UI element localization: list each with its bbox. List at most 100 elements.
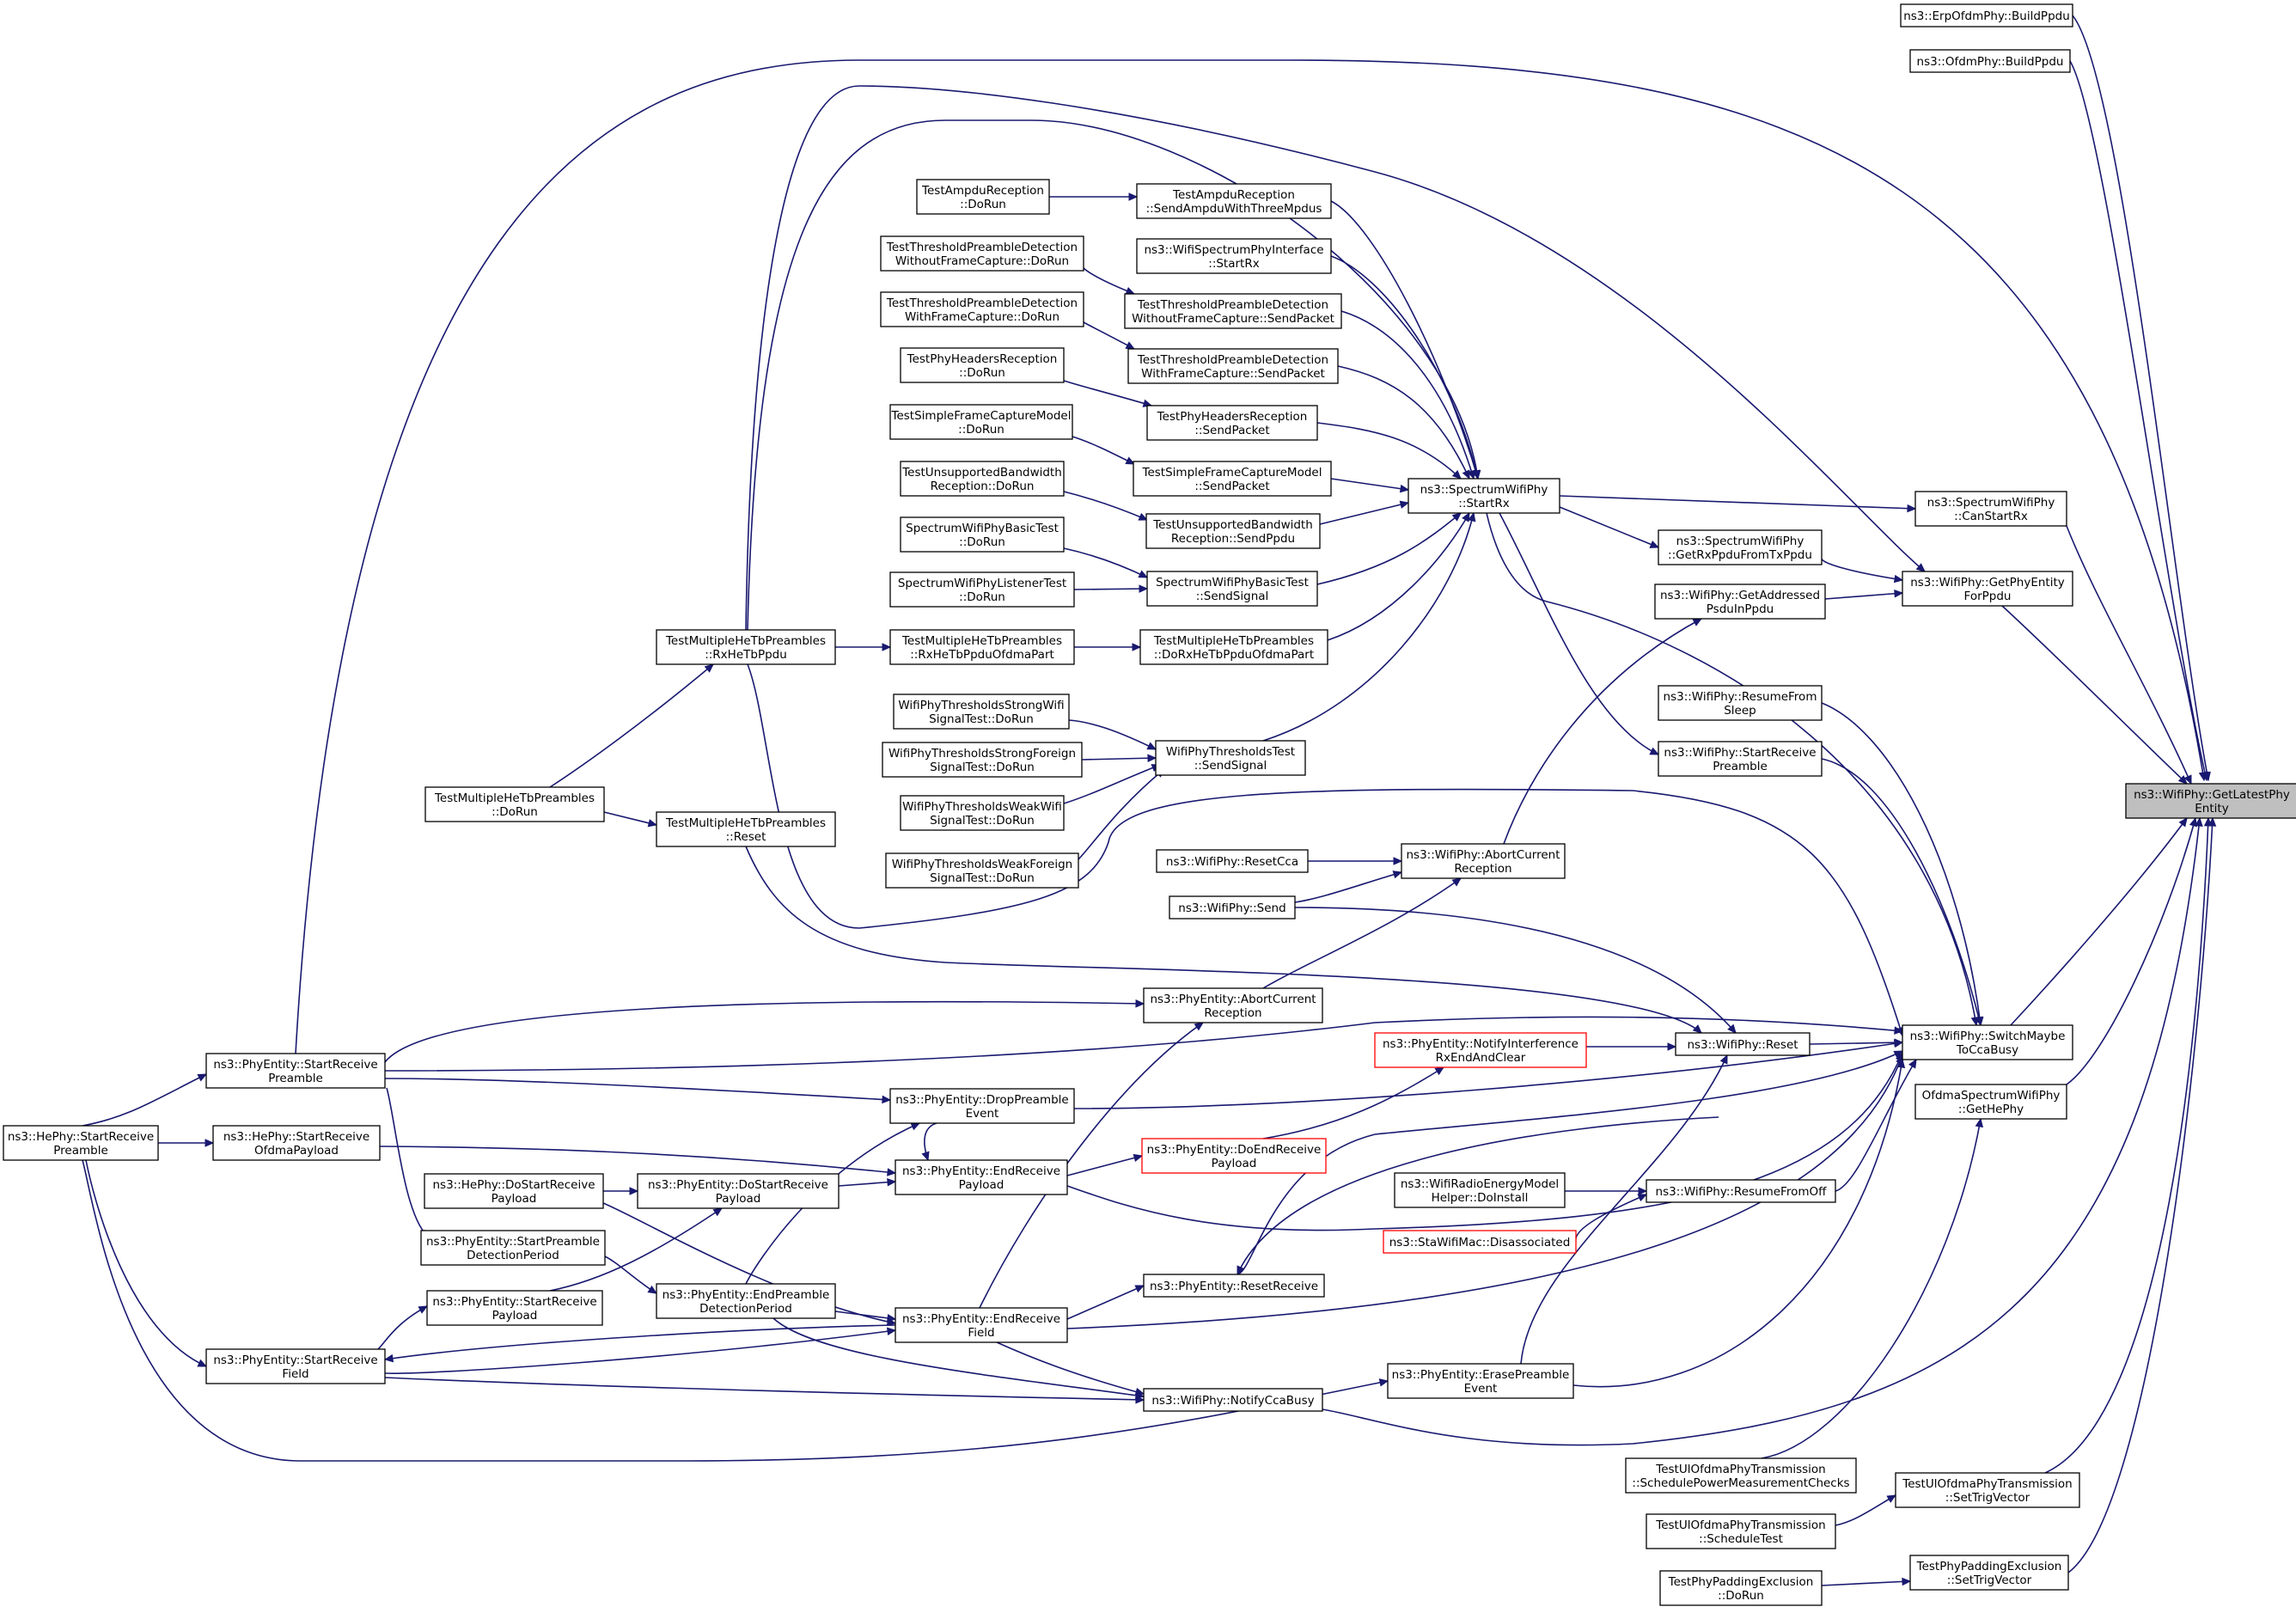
node-with-fcsend-packet[interactable]: TestThresholdPreambleDetectionWithFrameC… bbox=[1127, 348, 1339, 384]
node-label: ns3::PhyEntity::DropPreamble bbox=[895, 1093, 1068, 1107]
node-label: TestMultipleHeTbPreambles bbox=[665, 634, 826, 648]
node-weak-wifi-do-run[interactable]: WifiPhyThresholdsWeakWifiSignalTest::DoR… bbox=[900, 795, 1065, 831]
node-pad-do-run[interactable]: TestPhyPaddingExclusion::DoRun bbox=[1659, 1570, 1823, 1606]
edge-arrowhead bbox=[1378, 1378, 1389, 1387]
edge-phy-entity-abort-current-reception-to-phy-entity-start-receive-preamble bbox=[384, 999, 1145, 1063]
node-multi-reset[interactable]: TestMultipleHeTbPreambles::Reset bbox=[656, 811, 836, 847]
node-erp-build-ppdu[interactable]: ns3::ErpOfdmPhy::BuildPpdu bbox=[1900, 3, 2073, 27]
node-get-he-phy[interactable]: OfdmaSpectrumWifiPhy::GetHePhy bbox=[1914, 1084, 2067, 1120]
node-notify-cca-busy[interactable]: ns3::WifiPhy::NotifyCcaBusy bbox=[1143, 1388, 1323, 1412]
node-start-rx[interactable]: ns3::SpectrumWifiPhy::StartRx bbox=[1408, 478, 1560, 514]
edge-arrowhead bbox=[1692, 618, 1703, 626]
edge-line bbox=[384, 1329, 896, 1374]
edge-pad-set-trig-vector-to-pad-do-run bbox=[1821, 1577, 1912, 1586]
node-simple-fcsend-packet[interactable]: TestSimpleFrameCaptureModel::SendPacket bbox=[1133, 461, 1332, 497]
node-unsupported-bw-send-ppdu[interactable]: TestUnsupportedBandwidthReception::SendP… bbox=[1145, 513, 1321, 549]
edge-line bbox=[745, 846, 1702, 1034]
node-listener-do-run[interactable]: SpectrumWifiPhyListenerTest::DoRun bbox=[889, 571, 1075, 608]
edge-get-latest-phy-entity-to-get-he-phy bbox=[2066, 816, 2198, 1085]
node-ampdu-send[interactable]: TestAmpduReception::SendAmpduWithThreeMp… bbox=[1136, 183, 1332, 219]
node-reset-cca[interactable]: ns3::WifiPhy::ResetCca bbox=[1156, 849, 1309, 873]
node-basic-send-signal[interactable]: SpectrumWifiPhyBasicTest::SendSignal bbox=[1146, 571, 1318, 607]
node-schedule-power-measurement-checks[interactable]: TestUlOfdmaPhyTransmission::SchedulePowe… bbox=[1625, 1457, 1857, 1494]
node-headers-do-run[interactable]: TestPhyHeadersReception::DoRun bbox=[900, 347, 1065, 383]
node-rx-he-tb-ppdu[interactable]: TestMultipleHeTbPreambles::RxHeTbPpdu bbox=[656, 629, 836, 665]
node-notify-interference-rx-end-and-clear[interactable]: ns3::PhyEntity::NotifyInterferenceRxEndA… bbox=[1374, 1032, 1587, 1068]
node-label: ns3::WifiSpectrumPhyInterface bbox=[1144, 243, 1323, 257]
node-spectrum-phy-interface-start-rx[interactable]: ns3::WifiSpectrumPhyInterface::StartRx bbox=[1136, 238, 1332, 274]
node-end-preamble-detection-period[interactable]: ns3::PhyEntity::EndPreambleDetectionPeri… bbox=[656, 1283, 836, 1319]
node-start-preamble-detection-period[interactable]: ns3::PhyEntity::StartPreambleDetectionPe… bbox=[420, 1230, 606, 1266]
edge-line bbox=[1294, 907, 1737, 1034]
node-do-rx-he-tb-ppdu-ofdma-part[interactable]: TestMultipleHeTbPreambles::DoRxHeTbPpduO… bbox=[1139, 629, 1328, 665]
node-send[interactable]: ns3::WifiPhy::Send bbox=[1169, 895, 1296, 920]
node-label: DetectionPeriod bbox=[467, 1249, 559, 1262]
node-multi-do-run[interactable]: TestMultipleHeTbPreambles::DoRun bbox=[424, 786, 605, 822]
node-box bbox=[882, 742, 1083, 778]
node-headers-send-packet[interactable]: TestPhyHeadersReception::SendPacket bbox=[1146, 405, 1318, 441]
node-strong-wifi-do-run[interactable]: WifiPhyThresholdsStrongWifiSignalTest::D… bbox=[893, 693, 1070, 730]
node-simple-fcdo-run[interactable]: TestSimpleFrameCaptureModel::DoRun bbox=[889, 404, 1073, 440]
node-box bbox=[1658, 685, 1823, 721]
node-label: ::SetTrigVector bbox=[1947, 1573, 2032, 1587]
node-label: ::GetHePhy bbox=[1958, 1103, 2024, 1116]
node-basic-do-run[interactable]: SpectrumWifiPhyBasicTest::DoRun bbox=[900, 516, 1065, 553]
node-label: Field bbox=[282, 1367, 308, 1381]
node-with-fcdo-run[interactable]: TestThresholdPreambleDetectionWithFrameC… bbox=[880, 291, 1084, 327]
edge-notify-cca-busy-to-end-preamble-detection-period bbox=[772, 1317, 1145, 1400]
node-ul-set-trig-vector[interactable]: TestUlOfdmaPhyTransmission::SetTrigVecto… bbox=[1895, 1472, 2080, 1508]
node-resume-from-off[interactable]: ns3::WifiPhy::ResumeFromOff bbox=[1646, 1179, 1836, 1203]
node-wifi-radio-energy-model-helper-do-install[interactable]: ns3::WifiRadioEnergyModelHelper::DoInsta… bbox=[1394, 1172, 1566, 1208]
node-sta-wifi-mac-disassociated[interactable]: ns3::StaWifiMac::Disassociated bbox=[1383, 1230, 1577, 1254]
node-label: SpectrumWifiPhyBasicTest bbox=[906, 522, 1059, 535]
node-schedule-test[interactable]: TestUlOfdmaPhyTransmission::ScheduleTest bbox=[1646, 1513, 1836, 1549]
edge-arrowhead bbox=[197, 1359, 208, 1367]
node-without-fcdo-run[interactable]: TestThresholdPreambleDetectionWithoutFra… bbox=[880, 235, 1084, 272]
node-ampdu-do-run[interactable]: TestAmpduReception::DoRun bbox=[916, 179, 1050, 215]
node-box bbox=[1394, 1172, 1566, 1208]
node-rx-he-tb-ppdu-ofdma-part[interactable]: TestMultipleHeTbPreambles::RxHeTbPpduOfd… bbox=[889, 629, 1075, 665]
node-label: ns3::HePhy::DoStartReceive bbox=[432, 1178, 595, 1192]
node-label: ns3::PhyEntity::StartReceive bbox=[432, 1295, 596, 1309]
node-label: TestPhyPaddingExclusion bbox=[1916, 1560, 2062, 1573]
node-weak-foreign-do-run[interactable]: WifiPhyThresholdsWeakForeignSignalTest::… bbox=[885, 852, 1079, 889]
edge-phy-entity-start-receive-payload-to-start-receive-field bbox=[377, 1305, 429, 1350]
node-wifi-phy-reset[interactable]: ns3::WifiPhy::Reset bbox=[1675, 1032, 1811, 1056]
edge-end-receive-payload-to-he-start-receive-ofdma-payload bbox=[379, 1146, 897, 1176]
node-get-rx-ppdu-from-tx-ppdu[interactable]: ns3::SpectrumWifiPhy::GetRxPpduFromTxPpd… bbox=[1658, 529, 1823, 565]
node-can-start-rx[interactable]: ns3::SpectrumWifiPhy::CanStartRx bbox=[1914, 491, 2067, 527]
edge-line bbox=[2066, 817, 2196, 1085]
edge-start-rx-to-ampdu-send bbox=[1330, 200, 1480, 480]
node-without-fcsend-packet[interactable]: TestThresholdPreambleDetectionWithoutFra… bbox=[1124, 293, 1342, 329]
node-phy-entity-reset-receive[interactable]: ns3::PhyEntity::ResetReceive bbox=[1143, 1274, 1325, 1298]
node-strong-foreign-do-run[interactable]: WifiPhyThresholdsStrongForeignSignalTest… bbox=[882, 742, 1083, 778]
node-label: ::DoRun bbox=[958, 423, 1004, 437]
node-label: Event bbox=[1464, 1382, 1498, 1396]
node-ofdm-build-ppdu[interactable]: ns3::OfdmPhy::BuildPpdu bbox=[1909, 49, 2071, 73]
node-box bbox=[1654, 583, 1826, 620]
node-pad-set-trig-vector[interactable]: TestPhyPaddingExclusion::SetTrigVector bbox=[1909, 1555, 2069, 1591]
node-label: WifiPhyThresholdsWeakForeign bbox=[892, 858, 1073, 871]
node-thresholds-send-signal[interactable]: WifiPhyThresholdsTest::SendSignal bbox=[1155, 740, 1306, 776]
